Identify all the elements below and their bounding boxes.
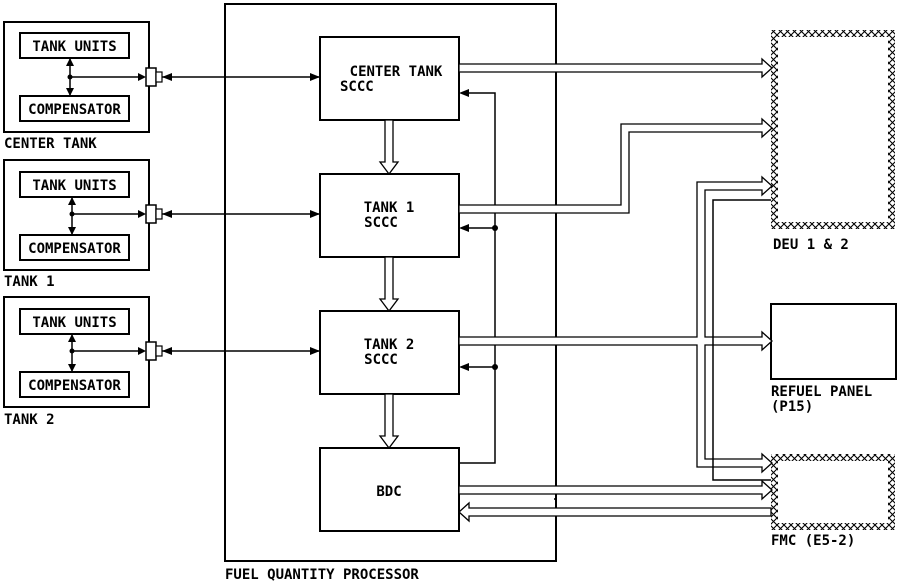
tank1-sccc-line1: TANK 1: [364, 200, 415, 216]
tank1-units-label: TANK UNITS: [32, 178, 116, 194]
refuel-panel-box: [770, 303, 897, 380]
tank2-sccc-line1: TANK 2: [364, 337, 415, 353]
tank1-units-box: [19, 171, 130, 198]
bdc-box: [319, 447, 460, 532]
tank2-units-box: [19, 308, 130, 335]
center-connector-icon: [145, 67, 157, 87]
center-tank-units-box: [19, 32, 130, 59]
center-sccc-line2: SCCC: [340, 79, 374, 95]
tank1-caption: TANK 1: [4, 274, 55, 290]
tank2-compensator-label: COMPENSATOR: [28, 378, 121, 394]
refuel-label-line2: (P15): [771, 399, 813, 415]
center-tank-caption: CENTER TANK: [4, 136, 97, 152]
center-tank-units-label: TANK UNITS: [32, 39, 116, 55]
fmc-label: FMC (E5-2): [771, 533, 855, 549]
bdc-feedback-bus: [459, 89, 498, 464]
center-compensator-label: COMPENSATOR: [28, 102, 121, 118]
tank2-caption: TANK 2: [4, 412, 55, 428]
processor-label: FUEL QUANTITY PROCESSOR: [225, 567, 419, 583]
refuel-label-line1: REFUEL PANEL: [771, 384, 872, 400]
output-buses: [458, 57, 773, 523]
tank1-connector-icon: [145, 204, 157, 224]
center-tank-group: TANK UNITS COMPENSATOR CENTER TANK: [3, 21, 163, 152]
tank2-connector-icon: [145, 341, 157, 361]
sccc-chain-arrows: [378, 119, 400, 450]
tank-to-sccc-links: [162, 73, 320, 355]
tank2-group: TANK UNITS COMPENSATOR TANK 2: [3, 296, 163, 428]
center-tank-sccc-box: [319, 36, 460, 121]
tank2-units-label: TANK UNITS: [32, 315, 116, 331]
center-compensator-box: [19, 95, 130, 122]
tank1-compensator-box: [19, 234, 130, 261]
bdc-label: BDC: [376, 484, 401, 500]
tank2-sccc-line2: SCCC: [364, 352, 398, 368]
tank1-sccc-box: [319, 173, 460, 258]
tank1-group: TANK UNITS COMPENSATOR TANK 1: [3, 159, 163, 290]
tank2-sccc-box: [319, 310, 460, 395]
tank2-compensator-box: [19, 371, 130, 398]
fuel-quantity-processor-box: [224, 3, 557, 562]
center-sccc-line1: CENTER TANK: [350, 64, 443, 80]
tank1-sccc-line2: SCCC: [364, 215, 398, 231]
tank1-compensator-label: COMPENSATOR: [28, 241, 121, 257]
deu-label: DEU 1 & 2: [773, 237, 849, 253]
